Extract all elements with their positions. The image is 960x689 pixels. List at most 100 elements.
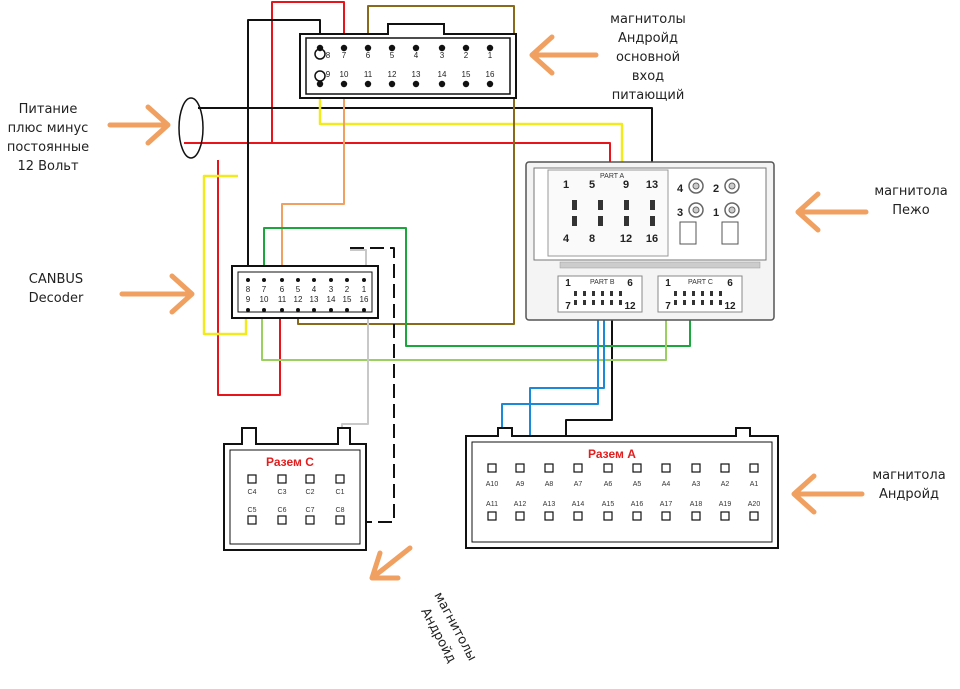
peugeot-round-pin-label: 3 bbox=[677, 207, 683, 219]
pin-hole bbox=[412, 44, 420, 52]
pin-highlight bbox=[314, 70, 326, 82]
razem-a-pin bbox=[515, 463, 525, 473]
peugeot-pin-label: 12 bbox=[624, 301, 636, 312]
peugeot-pin-slot bbox=[624, 216, 629, 226]
pin-label: 10 bbox=[260, 295, 269, 304]
razem-a-pin bbox=[691, 511, 701, 521]
peugeot-pin-slot bbox=[583, 291, 586, 296]
peugeot-pin-slot bbox=[710, 300, 713, 305]
pin-hole bbox=[364, 44, 372, 52]
peugeot-pin-slot bbox=[619, 291, 622, 296]
peugeot-pin-label: 6 bbox=[627, 278, 633, 289]
pin-hole bbox=[329, 278, 333, 282]
razem-a-pin bbox=[487, 511, 497, 521]
peugeot-pin-slot bbox=[674, 291, 677, 296]
pin-hole bbox=[412, 80, 420, 88]
pin-label: 11 bbox=[364, 70, 373, 79]
razem-c-pin-label: C2 bbox=[306, 489, 315, 496]
arrow-peugeot bbox=[795, 191, 869, 233]
pin-hole bbox=[340, 44, 348, 52]
pin-hole bbox=[388, 44, 396, 52]
razem-a-pin bbox=[573, 511, 583, 521]
razem-a-pin bbox=[749, 511, 759, 521]
razem-a-pin-label: A4 bbox=[662, 481, 671, 488]
peugeot-pin-slot bbox=[574, 300, 577, 305]
razem-a-pin-label: A3 bbox=[692, 481, 701, 488]
peugeot-pin-slot bbox=[683, 300, 686, 305]
wire-green bbox=[263, 227, 691, 347]
razem-c-pin-label: C5 bbox=[248, 507, 257, 514]
razem-a-pin-label: A17 bbox=[660, 501, 673, 508]
arrow-power bbox=[107, 104, 171, 146]
razem-c-title: Разем С bbox=[266, 455, 314, 469]
pin-hole bbox=[316, 80, 324, 88]
pin-hole bbox=[345, 308, 349, 312]
razem-c-pin-label: C4 bbox=[248, 489, 257, 496]
razem-a-pin bbox=[632, 463, 642, 473]
pin-label: 9 bbox=[246, 295, 251, 304]
peugeot-pin-slot bbox=[624, 200, 629, 210]
peugeot-pin-slot bbox=[701, 300, 704, 305]
razem-c-pin-label: C8 bbox=[336, 507, 345, 514]
pin-label: 8 bbox=[326, 51, 331, 60]
razem-a-pin-label: A14 bbox=[572, 501, 585, 508]
razem-a-title: Разем А bbox=[588, 447, 636, 461]
wire-yellow-2 bbox=[202, 174, 248, 336]
razem-c-pin-label: C3 bbox=[278, 489, 287, 496]
pin-label: 9 bbox=[326, 70, 331, 79]
pin-hole bbox=[345, 278, 349, 282]
peugeot-pin-slot bbox=[592, 300, 595, 305]
razem-a-pin-label: A10 bbox=[486, 481, 499, 488]
wire-red-canbus bbox=[217, 160, 281, 396]
pin-hole bbox=[364, 80, 372, 88]
peugeot-pin-label: 6 bbox=[727, 278, 733, 289]
peugeot-round-pin-core bbox=[692, 182, 700, 190]
wire-red-top bbox=[271, 1, 345, 143]
razem-c-pin bbox=[305, 515, 315, 525]
peugeot-pin-slot bbox=[650, 200, 655, 210]
peugeot-pin-label: 13 bbox=[646, 179, 658, 191]
razem-c-pin-label: C7 bbox=[306, 507, 315, 514]
pin-hole bbox=[280, 308, 284, 312]
razem-a-pin-label: A13 bbox=[543, 501, 556, 508]
razem-a-pin-label: A19 bbox=[719, 501, 732, 508]
pin-label: 14 bbox=[327, 295, 336, 304]
peugeot-pin-slot bbox=[692, 300, 695, 305]
peugeot-pin-label: 1 bbox=[563, 179, 569, 191]
razem-a-pin bbox=[632, 511, 642, 521]
peugeot-pin-slot bbox=[598, 216, 603, 226]
arrow-android-main bbox=[529, 34, 599, 76]
pin-label: 8 bbox=[246, 285, 251, 294]
pin-hole bbox=[362, 278, 366, 282]
peugeot-pin-slot bbox=[701, 291, 704, 296]
pin-hole bbox=[262, 278, 266, 282]
razem-a-pin bbox=[603, 511, 613, 521]
razem-a-pin-label: A18 bbox=[690, 501, 703, 508]
pin-hole bbox=[246, 308, 250, 312]
pin-label: 7 bbox=[262, 285, 267, 294]
peugeot-pin-slot bbox=[719, 300, 722, 305]
razem-a-pin-label: A8 bbox=[545, 481, 554, 488]
razem-a-pin-label: A16 bbox=[631, 501, 644, 508]
razem-a-pin bbox=[544, 463, 554, 473]
peugeot-part-b-title: PART B bbox=[590, 279, 615, 286]
razem-a-pin-label: A20 bbox=[748, 501, 761, 508]
pin-label: 1 bbox=[362, 285, 367, 294]
razem-c-pin-label: C6 bbox=[278, 507, 287, 514]
pin-label: 5 bbox=[296, 285, 301, 294]
pin-hole bbox=[438, 80, 446, 88]
power-cable-loop bbox=[178, 97, 204, 159]
razem-a-pin bbox=[661, 511, 671, 521]
